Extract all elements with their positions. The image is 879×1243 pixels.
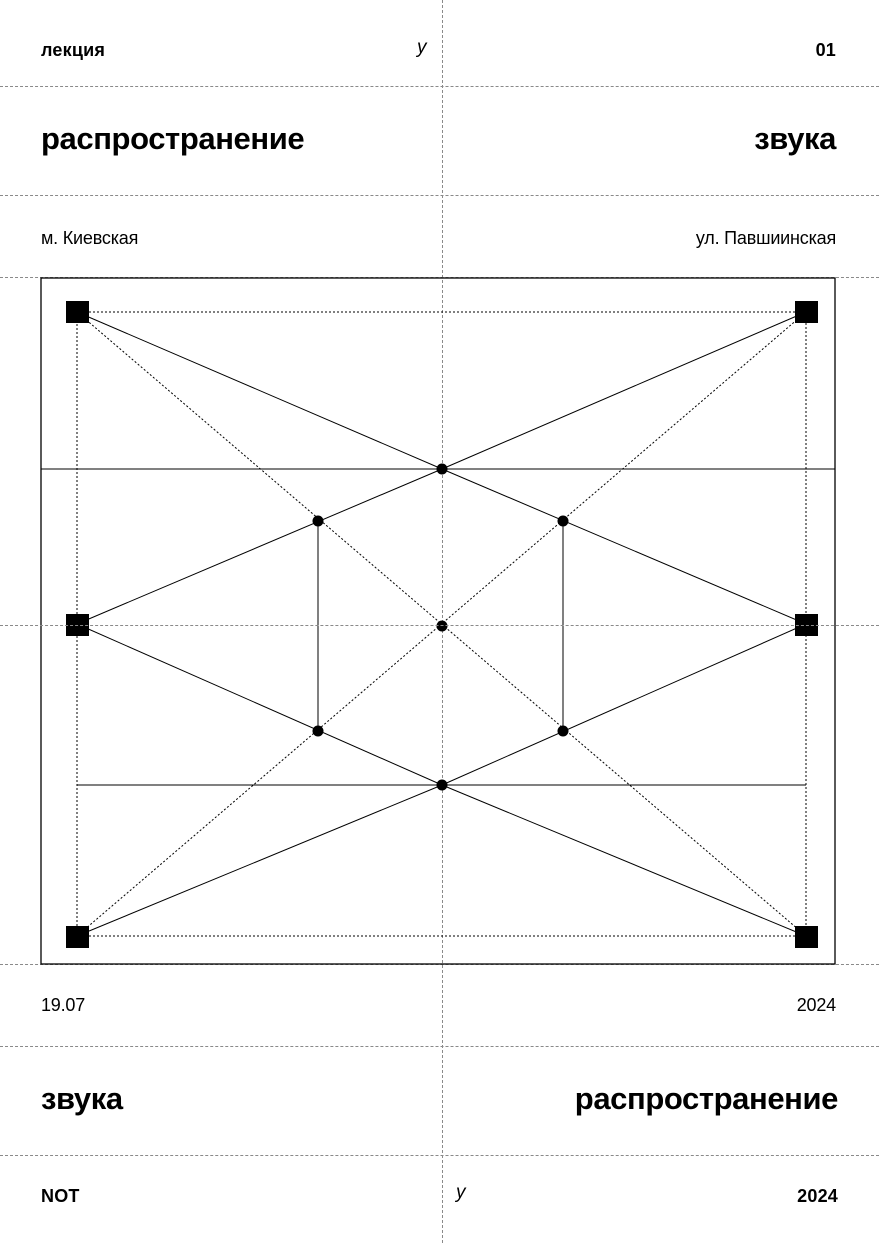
node-upper-right [557,515,569,527]
date-right: 2024 [796,995,836,1015]
emitter-bottom-left [66,926,89,948]
node-upper-left [312,515,324,527]
node-lower-right [557,725,569,737]
header-left-label: лекция [41,40,106,60]
ray-br-to-bottom-node [441,784,807,937]
ray-mr-to-bottom-node [441,623,807,786]
title-word-left: распространение [41,121,305,156]
node-center [436,620,448,632]
date-left: 19.07 [41,995,86,1015]
ray-mr-to-top-node [441,468,807,625]
ray-tr-to-top-node [441,311,807,470]
guide-under-header [0,86,879,87]
header-number: 01 [815,40,836,60]
ray-ml-to-bottom-node [76,623,443,786]
guide-above-bottom-title [0,1046,879,1047]
footer-middle-mark: у [456,1182,466,1203]
ray-tl-to-top-node [76,311,443,470]
bottom-title-left: звука [41,1081,123,1116]
node-bottom-center [436,779,448,791]
footer-left-label: NOT [41,1186,80,1206]
bottom-title-right: распространение [574,1081,839,1116]
emitter-top-left [66,301,89,323]
node-top-center [436,463,448,475]
location-right: ул. Павшиинская [695,228,836,248]
title-word-right: звука [754,121,836,156]
ray-ml-to-top-node [76,468,443,625]
emitter-bottom-right [795,926,818,948]
ray-bl-to-bottom-node [76,784,443,937]
node-lower-left [312,725,324,737]
emitter-top-right [795,301,818,323]
guide-under-title [0,195,879,196]
diagram-frame [40,277,836,965]
guide-center-horizontal [0,625,879,626]
guide-above-footer [0,1155,879,1156]
footer-year: 2024 [797,1186,838,1206]
header-middle-mark: у [417,37,427,58]
location-left: м. Киевская [41,228,139,248]
